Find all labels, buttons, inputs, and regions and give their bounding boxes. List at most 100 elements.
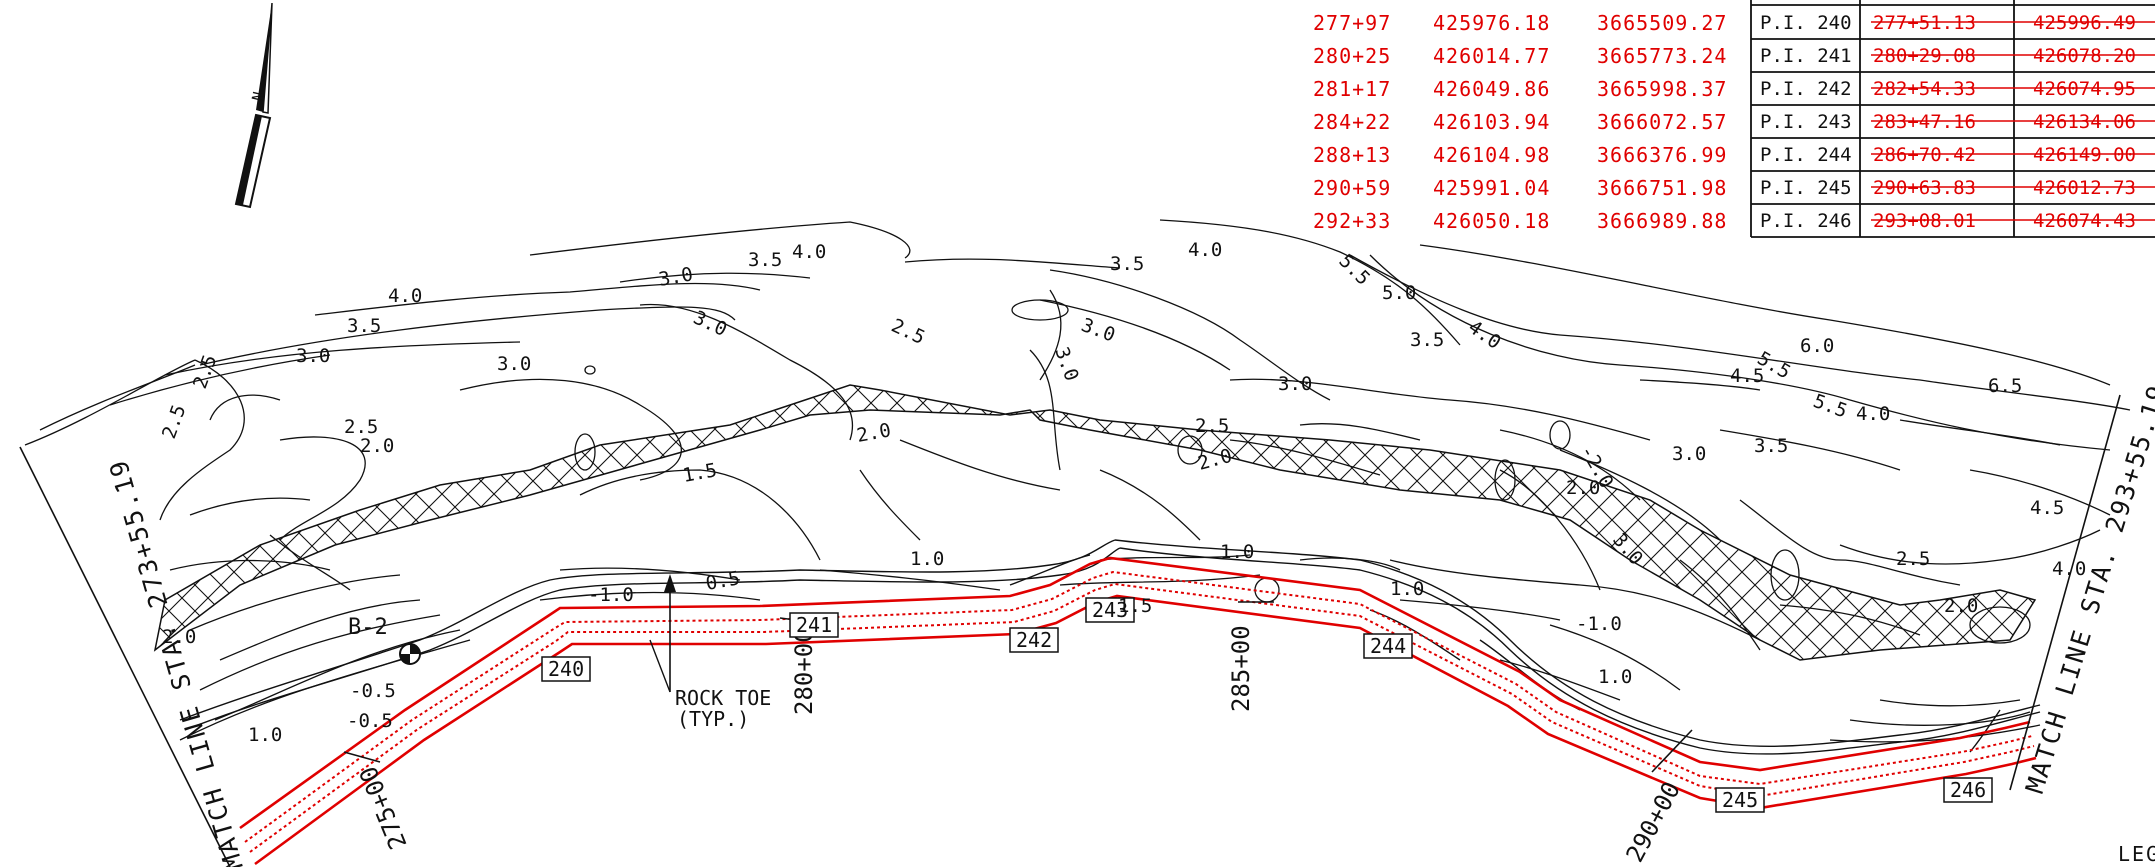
station-label: 275+00	[354, 762, 412, 853]
contour-label: 2.5	[344, 416, 378, 438]
coordinate-row: 280+25 426014.77 3665773.24	[1313, 44, 1726, 68]
contour-label: 1.0	[1220, 541, 1254, 563]
coord-northing: 3666989.88	[1597, 209, 1727, 233]
contour-label: 1.0	[910, 548, 944, 570]
contour-label: 1.0	[248, 724, 282, 746]
contour-label: 1.5	[1118, 595, 1152, 617]
contour-label: 3.0	[1078, 314, 1118, 346]
north-arrow-icon: N	[234, 2, 273, 209]
contour-label: 2.0	[360, 435, 394, 457]
coordinate-row: 290+59 425991.04 3666751.98	[1313, 176, 1727, 200]
coord-easting: 426104.98	[1433, 143, 1550, 167]
pi-table: P.I. 240 277+51.13 425996.49 P.I. 241 28…	[1750, 0, 2155, 238]
coord-easting: 425991.04	[1433, 176, 1550, 200]
pi-row: P.I. 241 280+29.08 426078.20	[1760, 45, 2136, 67]
contour-label: 1.5	[681, 459, 719, 487]
boring-symbol-icon	[399, 643, 421, 665]
pi-easting: 426149.00	[2033, 144, 2136, 166]
pi-row: P.I. 243 283+47.16 426134.06	[1760, 111, 2136, 133]
contour-label: 3.5	[748, 249, 782, 271]
pi-strikethrough	[1871, 21, 2155, 221]
pi-station: 286+70.42	[1873, 144, 1976, 166]
rock-toe-callout: ROCK TOE (TYP.)	[649, 574, 771, 731]
contour-label: 4.5	[1730, 365, 1764, 387]
contour-label: 0.5	[704, 567, 742, 595]
contour-label: 4.0	[1188, 239, 1222, 261]
coord-northing: 3666751.98	[1597, 176, 1727, 200]
north-arrow-label: N	[248, 90, 268, 103]
pi-tag: 245	[1715, 787, 1765, 813]
contour-label: 2.0	[855, 419, 893, 447]
pi-station: 283+47.16	[1873, 111, 1976, 133]
pi-easting: 426074.95	[2033, 78, 2136, 100]
pi-row: P.I. 245 290+63.83 426012.73	[1760, 177, 2136, 199]
coord-northing: 3666376.99	[1597, 143, 1727, 167]
match-line-right-label: MATCH LINE STA. 293+55.19	[2020, 381, 2155, 797]
coordinate-row: 284+22 426103.94 3666072.57	[1313, 110, 1726, 134]
pi-station: 293+08.01	[1873, 210, 1976, 232]
coord-station: 280+25	[1313, 44, 1391, 68]
contour-label: -1.0	[588, 584, 634, 606]
riprap-hatch-area	[153, 384, 2037, 661]
pi-station: 280+29.08	[1873, 45, 1976, 67]
coord-easting: 426049.86	[1433, 77, 1550, 101]
contour-label: 3.0	[657, 263, 695, 291]
contour-label: 4.0	[388, 285, 422, 307]
pi-name: P.I. 243	[1760, 111, 1852, 133]
contour-label: 3.0	[497, 353, 531, 375]
contour-label: 2.0	[1566, 477, 1600, 499]
contour-label: 3.5	[1110, 253, 1144, 275]
coordinate-row: 288+13 426104.98 3666376.99	[1313, 143, 1727, 167]
coordinate-row: 281+17 426049.86 3665998.37	[1313, 77, 1727, 101]
legend-label: LEG	[2118, 842, 2155, 866]
pi-row: P.I. 246 293+08.01 426074.43	[1760, 210, 2136, 232]
coord-station: 290+59	[1313, 176, 1391, 200]
contour-label: 1.0	[1390, 578, 1424, 600]
station-label: 290+00	[1621, 777, 1686, 867]
pi-station: 277+51.13	[1873, 12, 1976, 34]
pi-row: P.I. 240 277+51.13 425996.49	[1760, 12, 2136, 34]
coord-northing: 3665509.27	[1597, 11, 1727, 35]
proposed-alignment	[239, 556, 2037, 866]
pi-station: 282+54.33	[1873, 78, 1976, 100]
contour-label: -0.5	[350, 680, 396, 702]
contour-label: 4.5	[2030, 497, 2064, 519]
pi-name: P.I. 246	[1760, 210, 1852, 232]
rock-toe-label: (TYP.)	[677, 707, 749, 731]
contour-label: 6.5	[1988, 375, 2022, 397]
boring-location: B-2	[348, 615, 421, 665]
contour-label: 3.5	[1754, 435, 1788, 457]
match-line-left-label: MATCH LINE STA. 273+55.19	[103, 456, 248, 867]
pi-name: P.I. 245	[1760, 177, 1852, 199]
coord-station: 277+97	[1313, 11, 1391, 35]
contour-label: 5.5	[1334, 250, 1374, 290]
contour-label: 3.5	[347, 315, 381, 337]
coord-northing: 3665998.37	[1597, 77, 1727, 101]
pi-name: P.I. 241	[1760, 45, 1852, 67]
pi-tag: 242	[1009, 627, 1059, 653]
station-label: 280+00	[790, 628, 818, 715]
coord-easting: 425976.18	[1433, 11, 1550, 35]
contour-label: 4.0	[1464, 316, 1505, 354]
contour-label: 2.5	[1896, 548, 1930, 570]
svg-text:243: 243	[1092, 598, 1128, 622]
contour-label: 6.0	[1800, 335, 1834, 357]
pi-tags: 240 241 242 243 244 245 246	[541, 597, 1993, 813]
svg-text:244: 244	[1370, 634, 1406, 658]
shoreline-contours	[179, 539, 2041, 755]
pi-name: P.I. 240	[1760, 12, 1852, 34]
contour-label: 4.0	[1856, 403, 1890, 425]
contour-label: 4.0	[792, 241, 826, 263]
contour-label: 3.5	[1410, 329, 1444, 351]
coord-easting: 426050.18	[1433, 209, 1550, 233]
contour-label: -0.5	[347, 710, 393, 732]
pi-station: 290+63.83	[1873, 177, 1976, 199]
contour-label: 3.0	[690, 307, 730, 341]
contour-label: 2.0	[1944, 595, 1978, 617]
coord-easting: 426014.77	[1433, 44, 1550, 68]
contour-label: 3.0	[1050, 344, 1082, 384]
pi-easting: 426134.06	[2033, 111, 2136, 133]
contour-label: -1.0	[1576, 613, 1622, 635]
pi-row: P.I. 244 286+70.42 426149.00	[1760, 144, 2136, 166]
coord-station: 284+22	[1313, 110, 1391, 134]
